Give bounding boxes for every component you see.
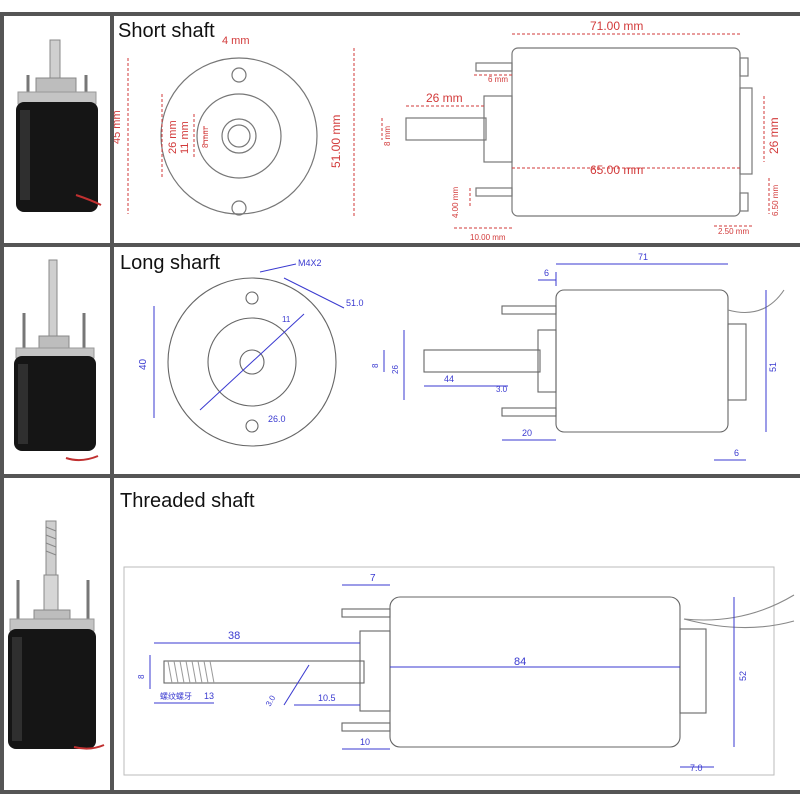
dim-tail: 2.50 mm	[718, 227, 749, 236]
dim-shaft-d: 8 mm	[383, 126, 392, 146]
top-border	[0, 12, 800, 16]
dim-right-d: 26 mm	[767, 117, 781, 154]
dim-height: 45 mm	[114, 110, 123, 144]
dim-pin: 6 mm	[488, 75, 508, 84]
dim-gap: 6.50 mm	[771, 185, 780, 216]
motor-photo-short-shaft	[16, 39, 102, 212]
dim-height: 40	[138, 358, 149, 370]
drawing-long-shaft: 40 M4X2 51.0 11 26.0 71 6 8 26 44 3.0 51…	[138, 252, 785, 461]
dim-thread-length: 13	[204, 691, 214, 701]
dim-thread-d: 8	[137, 674, 146, 679]
left-border	[0, 14, 4, 794]
dim-shaft-d: 8	[371, 363, 380, 368]
dim-shaft-length: 26 mm	[426, 91, 463, 105]
dim-hole: 4 mm	[222, 35, 250, 47]
dim-thread-label: 螺纹螺牙	[160, 691, 192, 701]
dim-shaft-dia: 8 mm	[201, 128, 210, 148]
dim-inner: 26 mm	[167, 120, 179, 154]
dim-top: 7	[370, 573, 376, 584]
dim-pin: 6	[544, 268, 549, 278]
dim-body-length: 65.00 mm	[590, 163, 643, 177]
row-divider-2	[0, 474, 800, 478]
dim-boss: 11	[282, 315, 291, 324]
dim-base: 10.00 mm	[470, 233, 506, 242]
dim-total-height: 51.00 mm	[329, 115, 343, 168]
dim-mid: 10.5	[318, 693, 336, 703]
section-title-threaded-shaft: Threaded shaft	[120, 490, 255, 512]
dim-pcd: 26.0	[268, 414, 286, 424]
dim-shaft-length: 44	[444, 374, 454, 384]
dim-collar: 26	[391, 365, 400, 374]
motor-photo-long-shaft	[14, 259, 99, 462]
dim-flat: 3.0	[264, 693, 278, 708]
motor-photo-threaded-shaft	[8, 520, 105, 750]
dim-body-length: 84	[514, 656, 526, 668]
drawing-frame	[123, 566, 775, 776]
dim-pin-width: 4.00 mm	[451, 187, 460, 218]
dim-base: 10	[360, 737, 370, 747]
dim-shaft-length: 38	[228, 630, 240, 642]
dim-boss: 11 mm	[179, 121, 191, 154]
dim-tail: 6	[734, 448, 739, 458]
drawing-threaded-shaft: 7 38 84 8 螺纹螺牙 13 3.0 10.5 10 52 7.0	[123, 566, 795, 776]
dim-thread: M4X2	[298, 258, 322, 268]
dim-body-d: 52	[738, 671, 748, 681]
dim-length: 71.00 mm	[590, 19, 643, 33]
section-title-short-shaft: Short shaft	[118, 20, 215, 42]
section-title-long-shaft: Long sharft	[120, 252, 221, 274]
drawing-short-shaft: 45 mm 26 mm 11 mm 8 mm 4 mm 51.00 mm 71.…	[114, 19, 781, 242]
bottom-border	[0, 790, 800, 794]
dim-tail: 7.0	[690, 763, 703, 773]
dim-outer: 51.0	[346, 298, 364, 308]
row-divider-1	[0, 243, 800, 247]
dim-base: 20	[522, 428, 532, 438]
dim-flat: 3.0	[496, 385, 508, 394]
dim-length: 71	[638, 252, 648, 262]
column-divider	[110, 14, 114, 794]
dim-body-d: 51	[768, 362, 778, 372]
